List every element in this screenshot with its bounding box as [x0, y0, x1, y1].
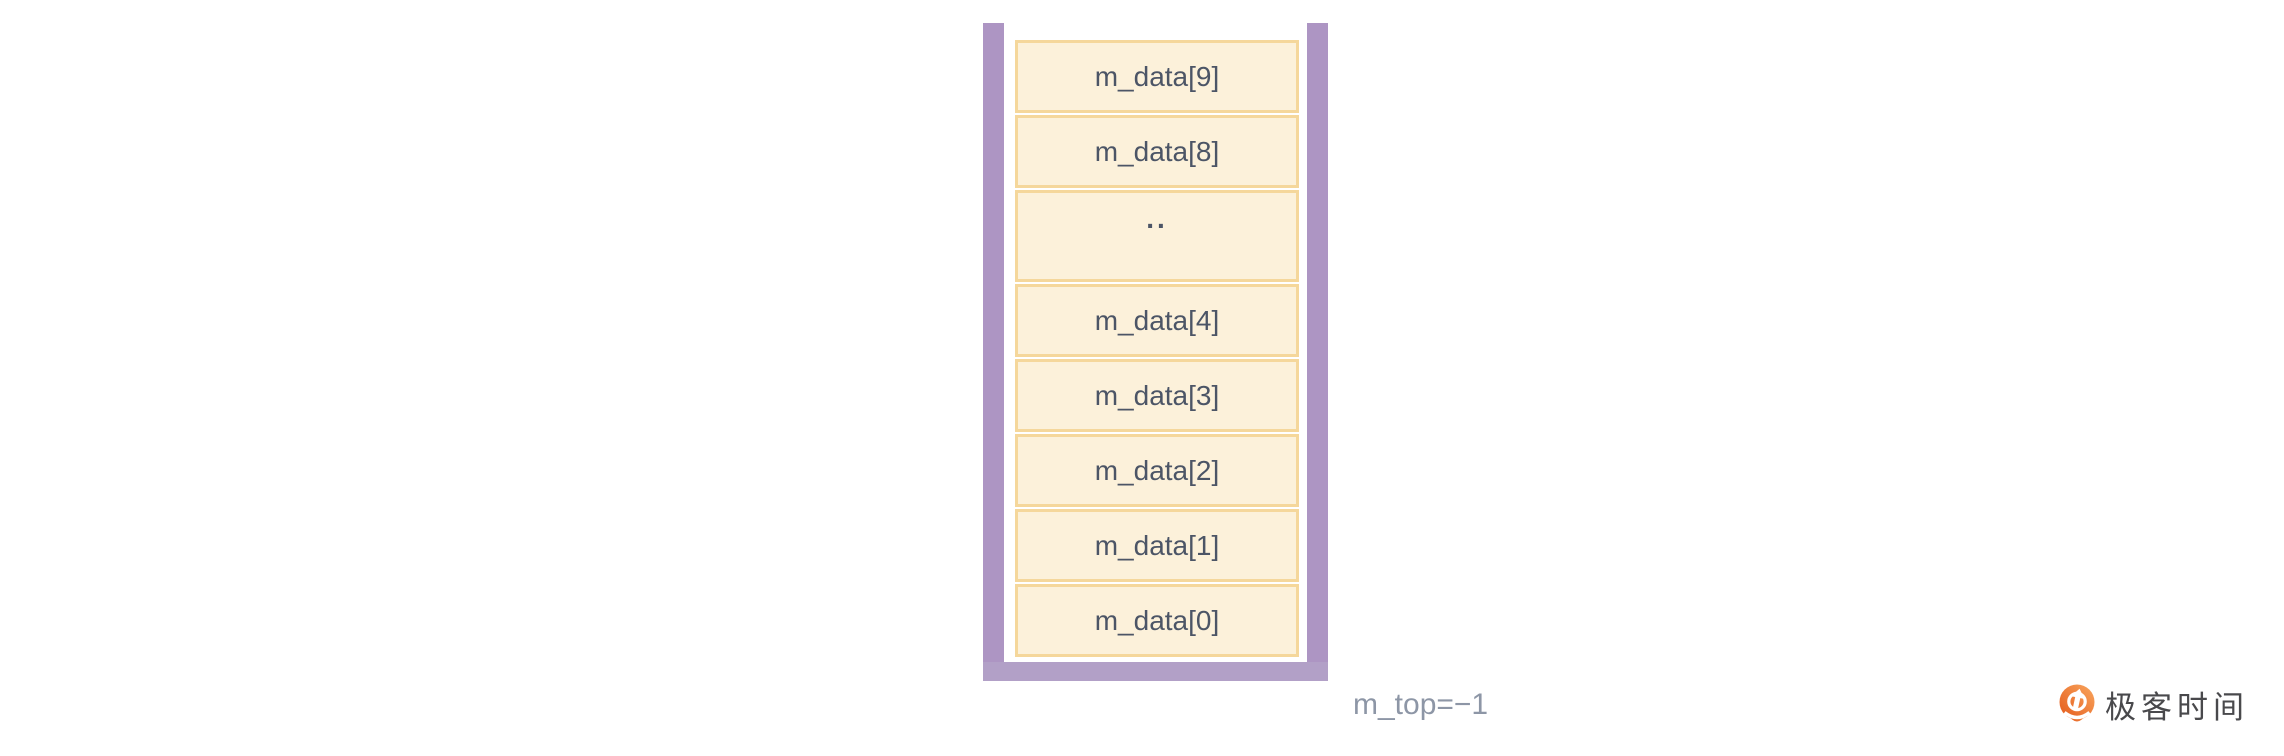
- stack-cell: m_data[3]: [1015, 359, 1299, 432]
- m-top-pointer-label: m_top=−1: [1353, 688, 1489, 721]
- stack-cell: m_data[2]: [1015, 434, 1299, 507]
- stack-cell: m_data[4]: [1015, 284, 1299, 357]
- stack-wall-right: [1307, 23, 1328, 662]
- stack-cell-label: m_data[4]: [1094, 304, 1220, 336]
- stack-cells: m_data[9] m_data[8].. m_data[4] m_data[3] m_…: [1015, 40, 1299, 657]
- stack-cell-label: m_data[1]: [1094, 529, 1220, 561]
- stack-cell: m_data[8]: [1015, 115, 1299, 188]
- stack-cell: m_data[0]: [1015, 584, 1299, 657]
- stack-container: m_data[9] m_data[8].. m_data[4] m_data[3] m_…: [983, 23, 1328, 681]
- stack-cell-label: m_data[8]: [1094, 135, 1220, 167]
- stack-cell-ellipsis: ..: [1015, 190, 1299, 282]
- stack-wall-left: [983, 23, 1004, 662]
- stack-cell-label: m_data[3]: [1094, 379, 1220, 411]
- geektime-logo-icon: [2059, 684, 2095, 722]
- stack-base: [983, 662, 1328, 681]
- stack-cell-label: m_data[0]: [1094, 604, 1220, 636]
- geektime-logo-text: 极客时间: [2105, 689, 2249, 725]
- stack-cell-label: m_data[9]: [1094, 60, 1220, 92]
- stack-cell: m_data[9]: [1015, 40, 1299, 113]
- stack-cell-label: ..: [1146, 203, 1168, 234]
- stack-cell-label: m_data[2]: [1094, 454, 1220, 486]
- geektime-logo: 极客时间: [2058, 684, 2249, 730]
- stack-cell: m_data[1]: [1015, 509, 1299, 582]
